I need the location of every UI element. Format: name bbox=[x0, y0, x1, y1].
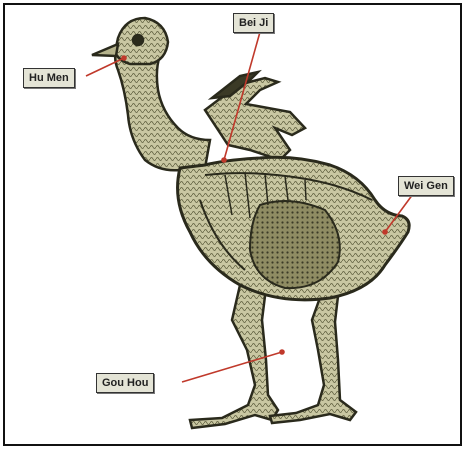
inner-organ bbox=[250, 201, 340, 288]
wing-plumage bbox=[205, 72, 305, 160]
beak bbox=[92, 44, 118, 56]
right-leg bbox=[270, 292, 356, 423]
point-bei-ji bbox=[221, 157, 227, 163]
body bbox=[178, 157, 410, 300]
eye bbox=[133, 35, 143, 45]
label-wei-gen: Wei Gen bbox=[398, 176, 454, 196]
label-hu-men: Hu Men bbox=[23, 68, 75, 88]
point-gou-hou bbox=[279, 349, 285, 355]
neck-head bbox=[92, 18, 210, 170]
point-wei-gen bbox=[382, 229, 388, 235]
point-hu-men bbox=[121, 55, 127, 61]
label-gou-hou: Gou Hou bbox=[96, 373, 154, 393]
label-bei-ji: Bei Ji bbox=[233, 13, 274, 33]
legs bbox=[190, 285, 356, 428]
